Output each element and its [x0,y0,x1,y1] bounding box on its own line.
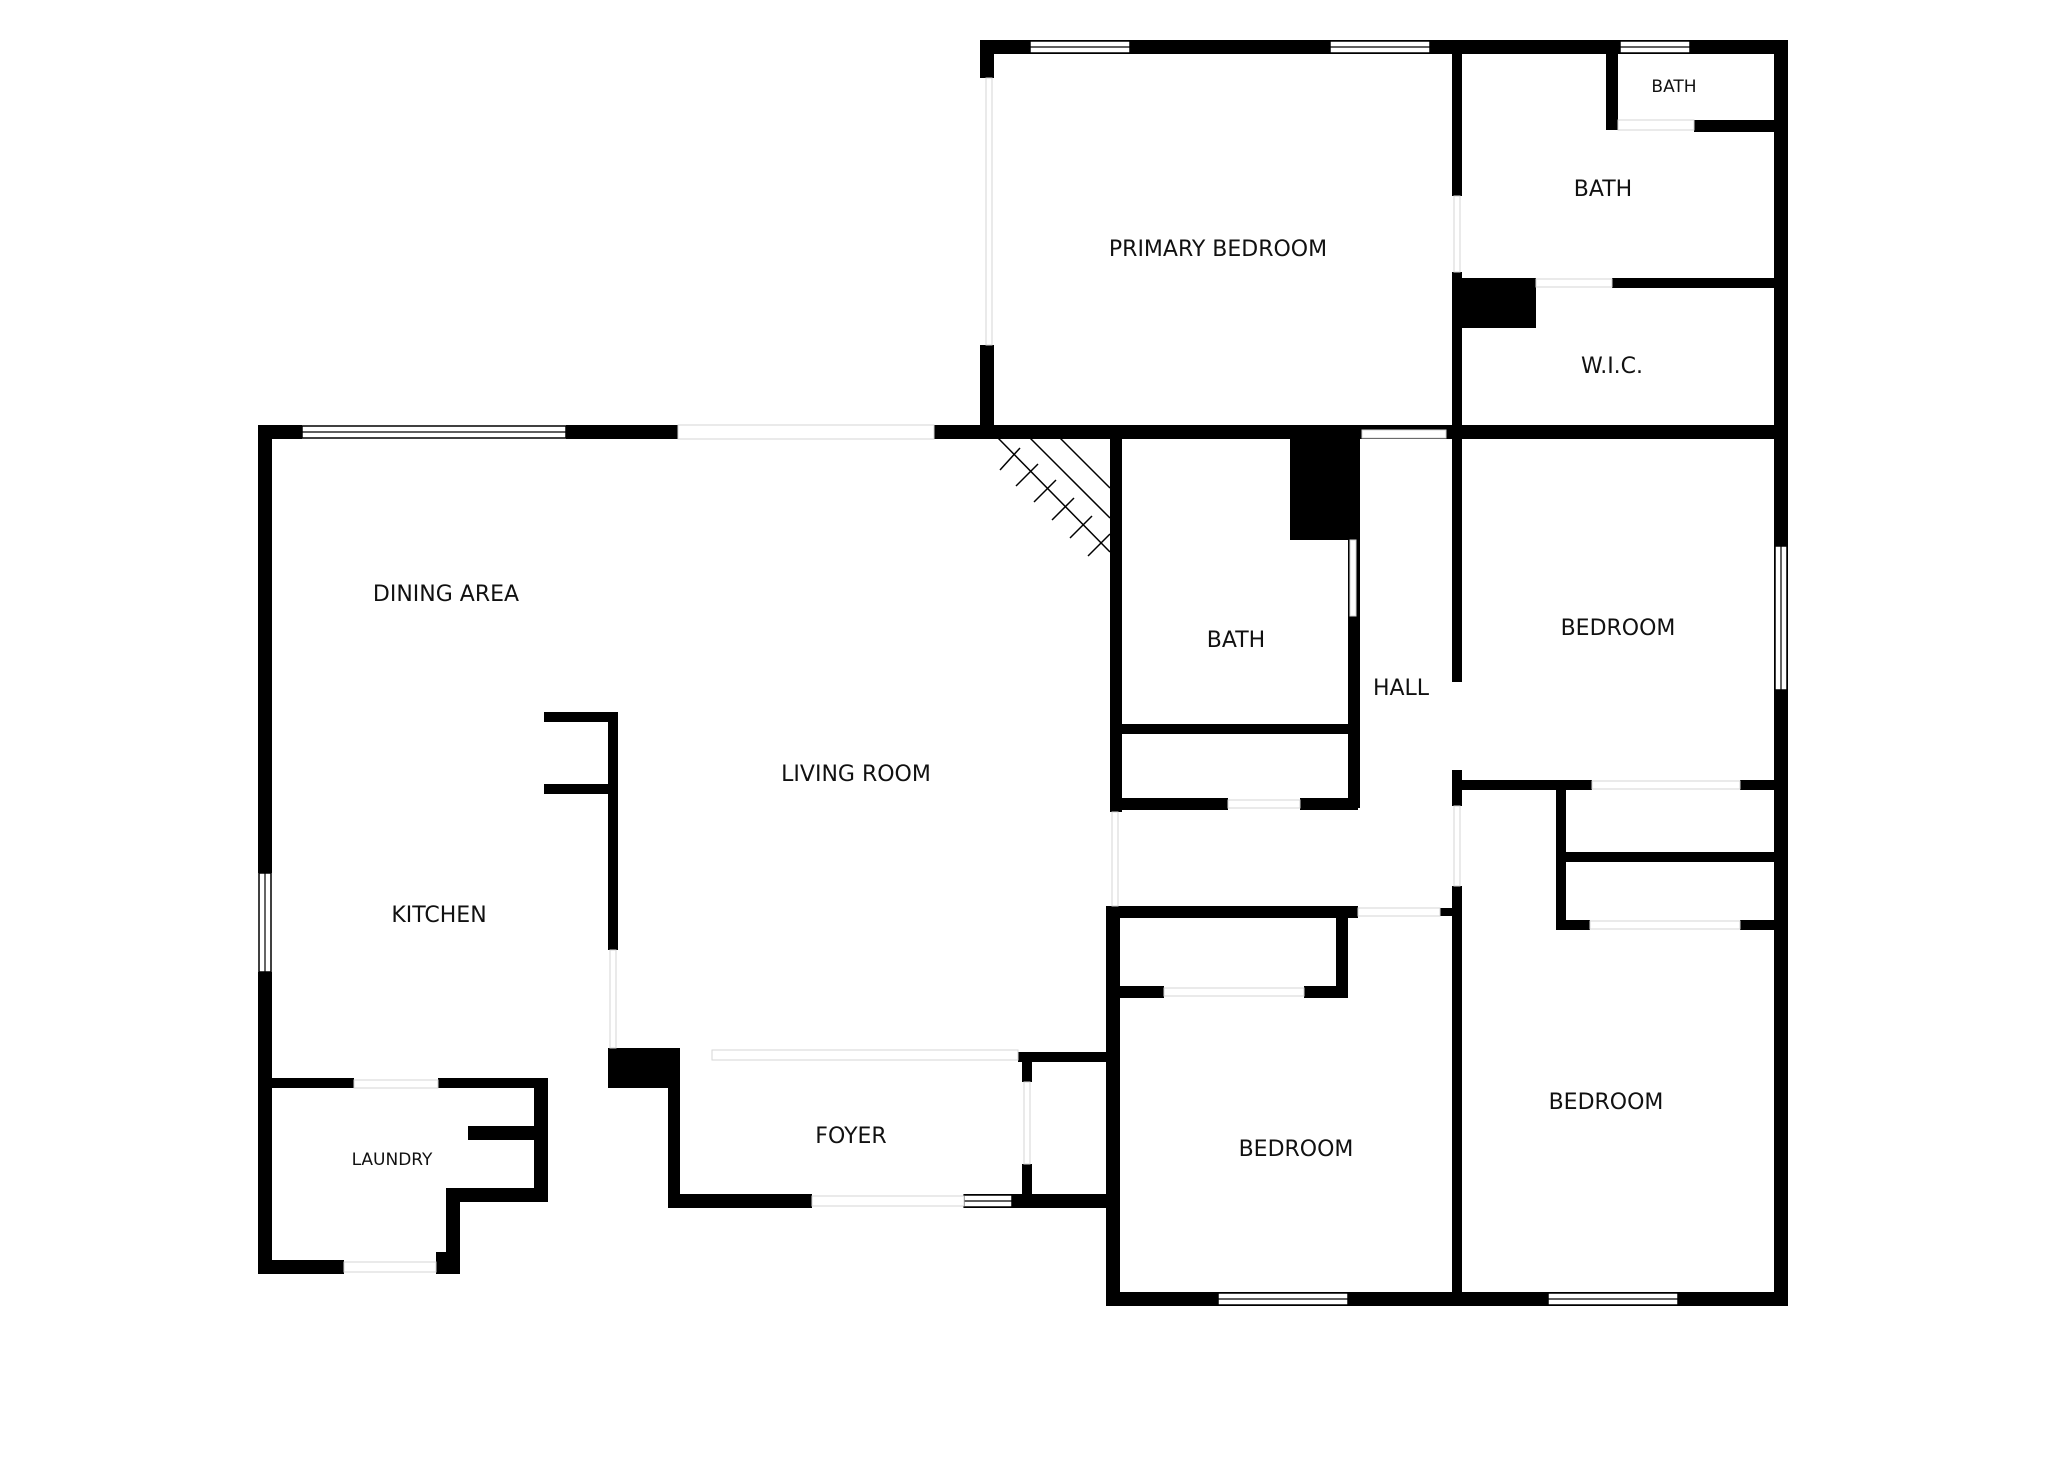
laundry-shelf [468,1130,548,1140]
label-primary-bedroom: PRIMARY BEDROOM [1109,237,1327,262]
walls [258,40,1788,1306]
door-openings [343,77,1741,1273]
label-bedroom-south-middle: BEDROOM [1239,1137,1354,1162]
label-hall: HALL [1373,676,1430,701]
label-bedroom-south-east: BEDROOM [1549,1090,1664,1115]
label-bedroom-east: BEDROOM [1561,616,1676,641]
label-dining-area: DINING AREA [373,582,519,607]
windows [258,40,1788,1306]
label-primary-half-bath: BATH [1651,77,1696,97]
label-laundry: LAUNDRY [352,1150,433,1170]
label-living-room: LIVING ROOM [781,762,931,787]
label-kitchen: KITCHEN [391,903,486,928]
label-hall-bath: BATH [1207,628,1265,653]
label-walk-in-closet: W.I.C. [1581,354,1643,379]
label-primary-bath: BATH [1574,177,1632,202]
stairs-icon [997,437,1111,557]
label-foyer: FOYER [815,1124,886,1149]
room-labels: PRIMARY BEDROOM BATH BATH W.I.C. DINING … [352,77,1697,1170]
